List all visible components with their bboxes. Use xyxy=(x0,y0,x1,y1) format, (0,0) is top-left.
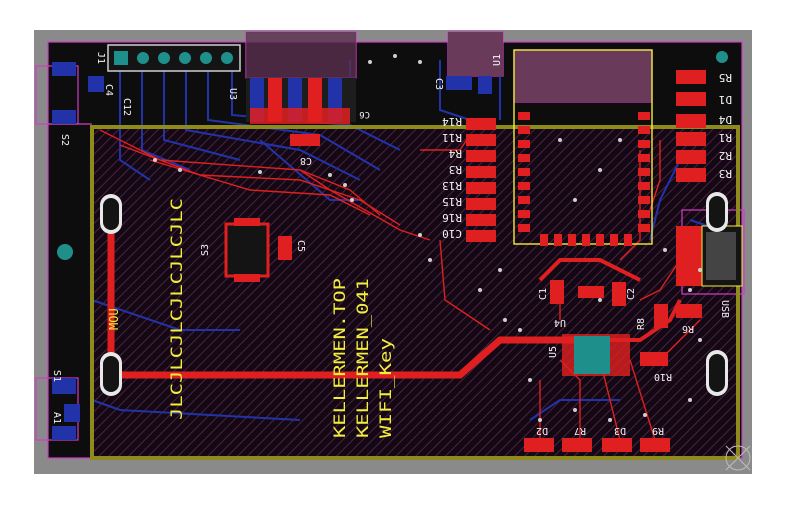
label-r9: R9 xyxy=(652,425,664,436)
vertical-jlc-label: JLCJLCJLCJLCJLCJLC xyxy=(167,198,186,420)
label-d1: D1 xyxy=(719,93,732,106)
label-usb: USB xyxy=(719,300,730,318)
module-u1[interactable] xyxy=(448,32,653,245)
label-d2: D2 xyxy=(536,425,548,436)
header-j1[interactable] xyxy=(107,44,241,72)
resistor-column xyxy=(466,118,496,242)
label-u4: U4 xyxy=(554,317,566,328)
label-d3: D3 xyxy=(614,425,626,436)
label-c4: C4 xyxy=(103,84,114,96)
label-u5: U5 xyxy=(548,346,559,358)
label-c12: C12 xyxy=(121,98,132,116)
label-u3: U3 xyxy=(227,88,238,100)
label-r13: R13 xyxy=(442,179,462,192)
label-c10: C10 xyxy=(442,227,462,240)
small-components xyxy=(52,62,702,440)
kellermen-041-label: KELLERMEN_041 xyxy=(353,278,372,438)
origin-marker xyxy=(725,445,751,471)
mounting-slots xyxy=(100,192,728,396)
label-r11: R11 xyxy=(442,131,462,144)
board-outline xyxy=(90,125,740,460)
kellermen-top-label: KELLERMEN.TOP xyxy=(330,278,349,438)
teal-pads xyxy=(57,51,728,260)
vias xyxy=(153,54,702,422)
label-c1: C1 xyxy=(538,288,549,300)
label-r4: R4 xyxy=(448,147,462,160)
label-r8: R8 xyxy=(636,318,647,330)
label-c2: C2 xyxy=(626,288,637,300)
label-r1: R1 xyxy=(719,131,732,144)
label-j1: J1 xyxy=(95,52,106,64)
right-resistor-column xyxy=(676,70,706,182)
module-pads xyxy=(518,112,650,246)
label-r16: R16 xyxy=(442,211,462,224)
label-s3: S3 xyxy=(200,244,211,256)
silkscreen-text: JLCJLCJLCJLCJLCJLC KELLERMEN.TOP KELLERM… xyxy=(51,52,732,438)
bottom-component-row xyxy=(524,438,670,452)
label-a1: A1 xyxy=(51,412,62,424)
label-s2: S2 xyxy=(59,134,70,146)
connector-u3[interactable] xyxy=(246,32,356,124)
mount-label: MOU xyxy=(107,308,121,330)
label-r3: R3 xyxy=(449,163,462,176)
label-c5: C5 xyxy=(295,240,306,252)
label-r10: R10 xyxy=(654,371,672,382)
label-s1: S1 xyxy=(51,370,62,382)
chip-u5[interactable] xyxy=(562,334,630,376)
label-c8: C8 xyxy=(300,155,312,166)
label-c6: C6 xyxy=(359,109,370,119)
label-r15: R15 xyxy=(442,195,462,208)
label-u1: U1 xyxy=(492,54,503,66)
label-d4: D4 xyxy=(718,113,732,126)
label-r2: R2 xyxy=(719,149,732,162)
wifi-key-label: WIFI_Key xyxy=(376,338,395,438)
usb-connector[interactable] xyxy=(676,225,743,287)
label-r3-right: R3 xyxy=(719,167,732,180)
label-c3: C3 xyxy=(433,78,444,90)
label-r7: R7 xyxy=(574,425,586,436)
label-r5: R5 xyxy=(719,71,732,84)
label-r14: R14 xyxy=(442,115,462,128)
ground-pour xyxy=(92,127,738,458)
label-r6: R6 xyxy=(682,323,694,334)
